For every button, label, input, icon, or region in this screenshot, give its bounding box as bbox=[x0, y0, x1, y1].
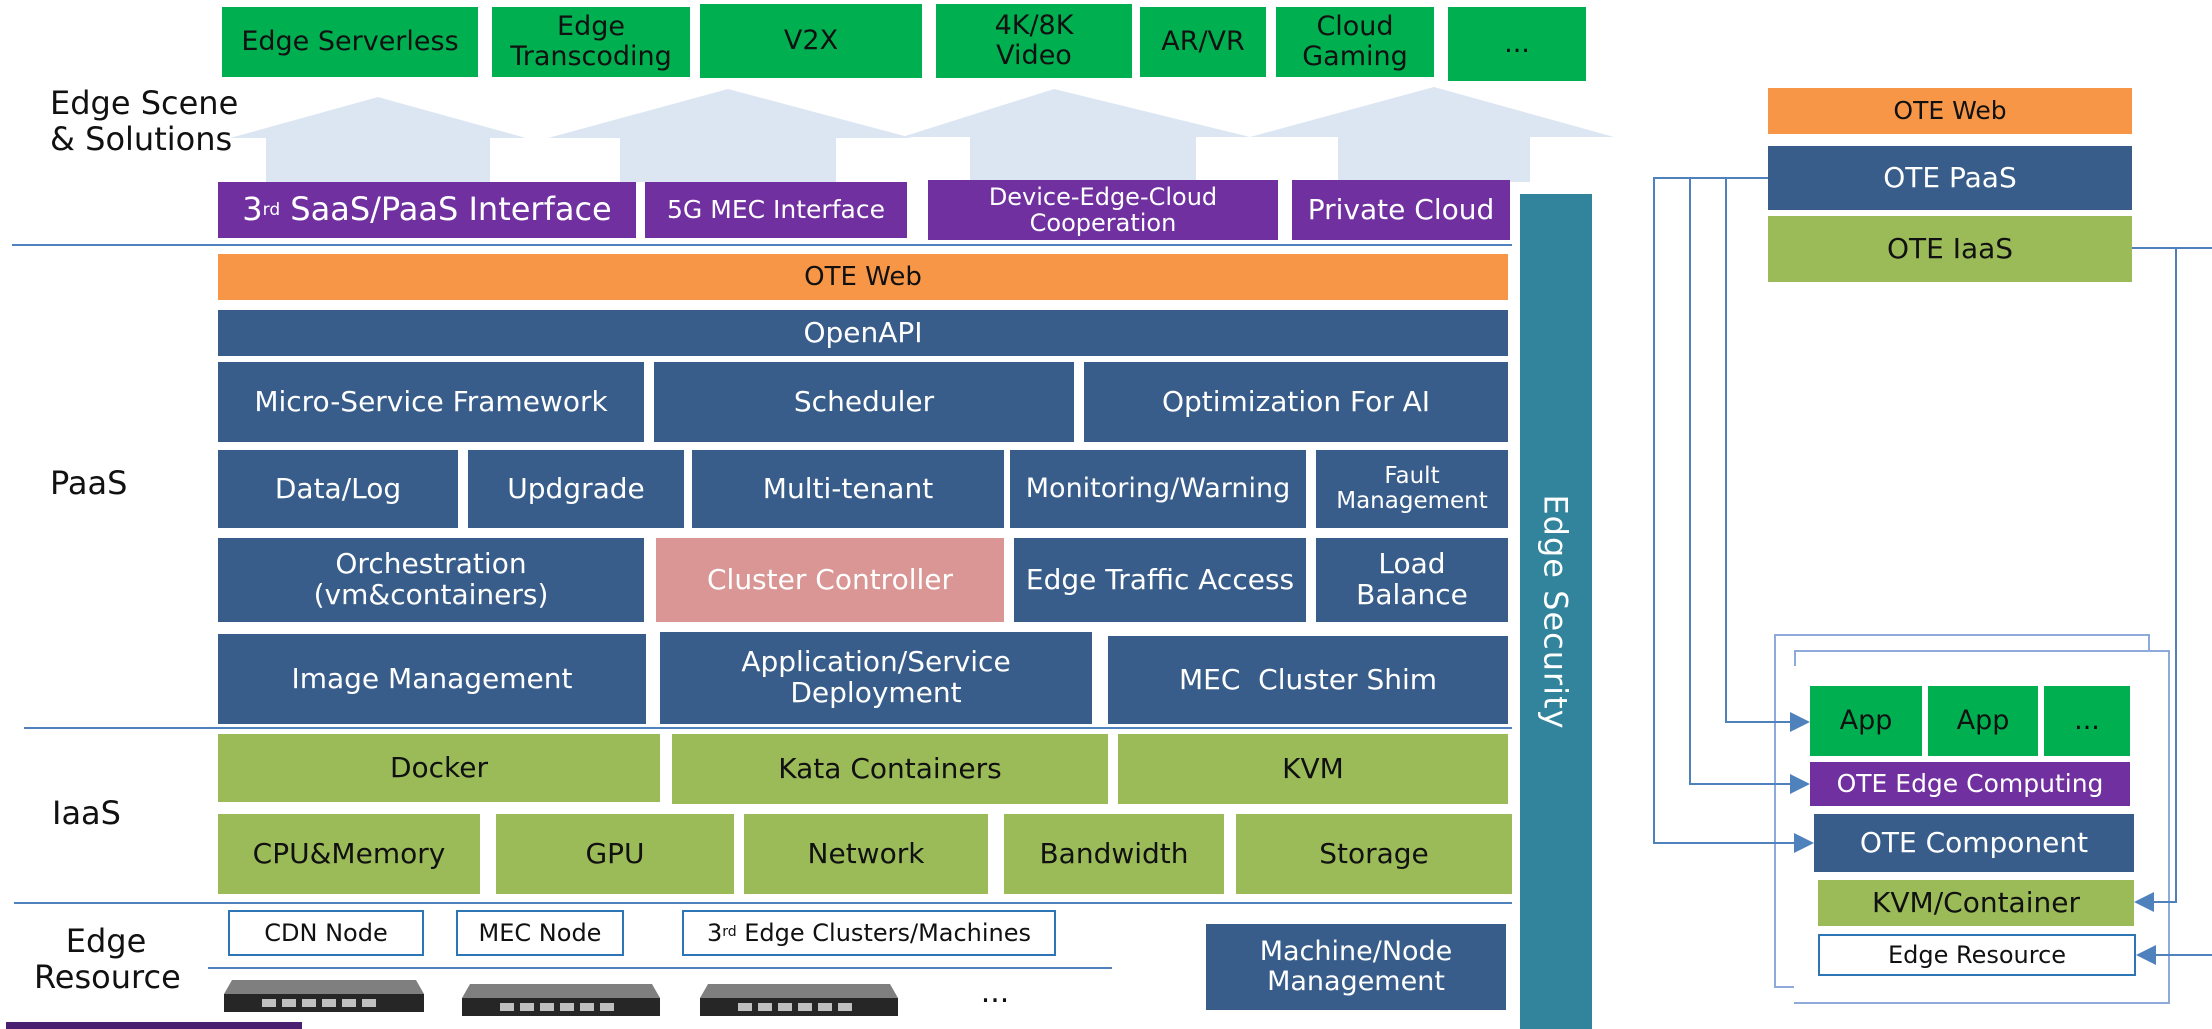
layer-label-scene: Edge Scene & Solutions bbox=[50, 84, 239, 158]
paas-openapi: OpenAPI bbox=[218, 310, 1508, 356]
layer-label-iaas: IaaS bbox=[52, 794, 121, 832]
interface-saas-sup: rd bbox=[262, 199, 281, 220]
paas-multi-tenant: Multi-tenant bbox=[692, 450, 1004, 528]
iaas-kvm: KVM bbox=[1118, 734, 1508, 804]
side-ote-edge-computing: OTE Edge Computing bbox=[1810, 762, 2130, 806]
scene-edge-transcoding: Edge Transcoding bbox=[492, 7, 690, 77]
resource-machine-node-management: Machine/Node Management bbox=[1206, 924, 1506, 1010]
resource-clusters-sup: rd bbox=[722, 924, 737, 941]
interface-saas-rest: SaaS/PaaS Interface bbox=[280, 190, 612, 229]
scene-ar-vr: AR/VR bbox=[1140, 7, 1266, 77]
paas-optimization-ai: Optimization For AI bbox=[1084, 362, 1508, 442]
paas-load-balance: Load Balance bbox=[1316, 538, 1508, 622]
paas-cluster-controller: Cluster Controller bbox=[656, 538, 1004, 622]
iaas-cpu-memory: CPU&Memory bbox=[218, 814, 480, 894]
resource-mec-node: MEC Node bbox=[456, 910, 624, 956]
server-icon bbox=[700, 984, 898, 1016]
scene-cloud-gaming: Cloud Gaming bbox=[1276, 7, 1434, 77]
paas-ote-web: OTE Web bbox=[218, 254, 1508, 300]
paas-upgrade: Updgrade bbox=[468, 450, 684, 528]
layer-label-resource: Edge Resource bbox=[34, 922, 181, 996]
iaas-storage: Storage bbox=[1236, 814, 1512, 894]
interface-saas-prefix: 3 bbox=[242, 190, 263, 229]
iaas-kata-containers: Kata Containers bbox=[672, 734, 1108, 804]
iaas-bandwidth: Bandwidth bbox=[1004, 814, 1224, 894]
interface-5g-mec: 5G MEC Interface bbox=[645, 182, 907, 238]
paas-data-log: Data/Log bbox=[218, 450, 458, 528]
interface-device-edge-cloud: Device-Edge-Cloud Cooperation bbox=[928, 180, 1278, 240]
server-icon bbox=[224, 980, 424, 1012]
scene-v2x: V2X bbox=[700, 4, 922, 78]
side-app-1: App bbox=[1810, 686, 1922, 756]
interface-private-cloud: Private Cloud bbox=[1292, 180, 1510, 240]
side-ote-web: OTE Web bbox=[1768, 88, 2132, 134]
iaas-network: Network bbox=[744, 814, 988, 894]
resource-cdn-node: CDN Node bbox=[228, 910, 424, 956]
separator-paas-iaas bbox=[24, 727, 1512, 729]
scene-more: ... bbox=[1448, 7, 1586, 81]
server-icon bbox=[462, 984, 660, 1016]
layer-label-paas: PaaS bbox=[50, 464, 128, 502]
side-edge-resource: Edge Resource bbox=[1818, 934, 2136, 976]
iaas-gpu: GPU bbox=[496, 814, 734, 894]
side-app-more: ... bbox=[2044, 686, 2130, 756]
separator-resource-nodes bbox=[208, 967, 1112, 969]
side-app-2: App bbox=[1928, 686, 2038, 756]
decorative-strip bbox=[6, 1022, 302, 1029]
iaas-docker: Docker bbox=[218, 734, 660, 802]
paas-app-service-deployment: Application/Service Deployment bbox=[660, 632, 1092, 724]
paas-scheduler: Scheduler bbox=[654, 362, 1074, 442]
side-ote-paas: OTE PaaS bbox=[1768, 146, 2132, 210]
resource-clusters-prefix: 3 bbox=[706, 918, 723, 947]
paas-monitoring-warning: Monitoring/Warning bbox=[1010, 450, 1306, 528]
paas-edge-traffic-access: Edge Traffic Access bbox=[1014, 538, 1306, 622]
paas-orchestration: Orchestration (vm&containers) bbox=[218, 538, 644, 622]
separator-scene-paas bbox=[12, 244, 1512, 246]
paas-fault-management: Fault Management bbox=[1316, 450, 1508, 528]
resource-clusters-rest: Edge Clusters/Machines bbox=[736, 918, 1032, 947]
paas-mec-cluster-shim: MEC Cluster Shim bbox=[1108, 636, 1508, 724]
scene-4k8k-video: 4K/8K Video bbox=[936, 4, 1132, 78]
scene-edge-serverless: Edge Serverless bbox=[222, 7, 478, 77]
side-kvm-container: KVM/Container bbox=[1818, 880, 2134, 926]
paas-micro-service-framework: Micro-Service Framework bbox=[218, 362, 644, 442]
side-ote-iaas: OTE IaaS bbox=[1768, 216, 2132, 282]
resource-ellipsis: ... bbox=[980, 975, 1010, 1010]
paas-image-management: Image Management bbox=[218, 634, 646, 724]
side-ote-component: OTE Component bbox=[1814, 814, 2134, 872]
separator-iaas-resource bbox=[14, 902, 1512, 904]
edge-security-bar: Edge Security bbox=[1520, 194, 1592, 1029]
